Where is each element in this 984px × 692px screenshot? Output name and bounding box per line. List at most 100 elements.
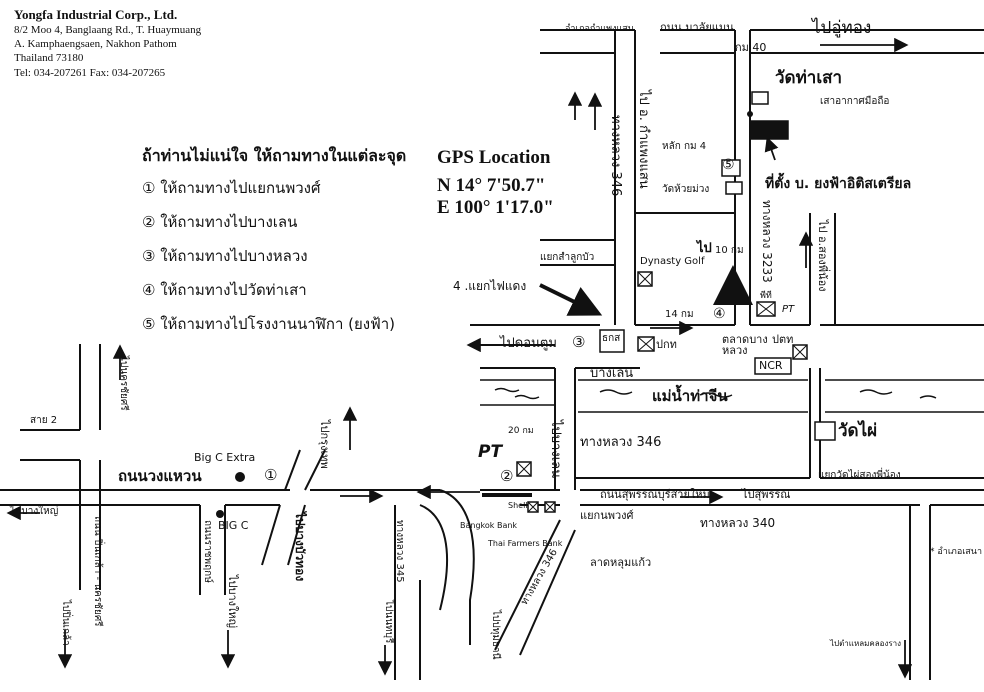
label-highway-346-bottom: ทางหลวง 346: [580, 435, 662, 450]
label-circle-3: ③: [572, 333, 586, 351]
label-to-song-phi-nong: ไป อ.สองพี่น้อง: [816, 220, 829, 292]
directions-heading: ถ้าท่านไม่แน่ใจ ให้ถามทางในแต่ละจุด: [142, 146, 407, 165]
direction-step-3: ③ ให้ถามทางไปบางหลวง: [142, 247, 308, 265]
label-km4-pillar: หลัก กม 4: [662, 141, 707, 152]
label-thanon-malaiman: ถนน มาลัยแมน: [660, 21, 734, 34]
label-to-pathum: ไปปทุมธานี: [490, 610, 501, 660]
label-to-bang-yai: ไปบางใหญ่: [226, 575, 239, 629]
ncr-box: [754, 357, 792, 375]
label-to-suphanburi: ไปสุพรรณ: [742, 488, 791, 501]
label-to-u-thong: ไปอู่ทอง: [812, 18, 872, 38]
river-left-bank: [480, 379, 555, 406]
label-big-c-extra: Big C Extra: [194, 451, 256, 464]
label-to-bang-yai-left: ไปบางใหญ่: [10, 506, 59, 517]
label-sai2: สาย 2: [30, 415, 58, 426]
label-wat-tha-sao: วัดท่าเสา: [775, 68, 843, 88]
road-345: [394, 505, 421, 680]
direction-step-4: ④ ให้ถามทางไปวัดท่าเสา: [142, 281, 307, 299]
label-to-bangkok-road: ไปกรุงเทพ: [318, 420, 331, 469]
gps-east: E 100° 1'17.0": [437, 197, 554, 218]
label-nuan-waen-road: ถนนวงแหวน: [118, 467, 202, 485]
label-shell: Shell: [508, 501, 528, 510]
label-wat-phai: วัดไผ่: [838, 421, 878, 441]
label-factory: ที่ตั้ง บ. ยงฟ้าอิติสเตรียล: [765, 176, 912, 192]
road-bigc-vertical: [199, 505, 226, 595]
arrow-traffic-light: [539, 283, 603, 316]
company-address-1: 8/2 Moo 4, Banglaang Rd., T. Huaymuang: [14, 24, 202, 36]
label-highway-346: ทางหลวง 346: [608, 115, 623, 197]
road-left-sai2: [20, 429, 80, 461]
label-to-bang-bua-thong: ไปบางบัวทอง: [293, 512, 307, 582]
label-amphoe-sena: * อำเภอเสนา: [930, 547, 983, 557]
label-traffic-light: 4 .แยกไฟแดง: [453, 279, 527, 293]
label-sam-luk-bua: แยกสำลูกบัว: [540, 252, 595, 263]
label-to-bang-len-vertical: ไปบางเลน: [548, 420, 563, 478]
weather-pole-dot: [747, 111, 753, 117]
label-pump: พีที: [760, 291, 772, 301]
label-bang-len: บางเลน: [590, 366, 634, 381]
label-to-pinklao: ไปปิ่นเกล้า: [60, 600, 71, 646]
road-346-diag: [494, 519, 576, 656]
wat-tha-sao-box: [751, 91, 769, 105]
wat-phai-box: [814, 421, 836, 441]
big-c-dot: [216, 510, 224, 518]
label-noppawong-junction: แยกนพวงศ์: [580, 509, 634, 522]
label-pt-left: PT: [478, 442, 503, 462]
label-ratchaphruek-road: ถนนราชพฤกษ์: [202, 520, 213, 583]
factory-box: [749, 120, 789, 140]
label-pok-kor-2: ปตท: [772, 333, 794, 346]
gps-north: N 14° 7'50.7": [437, 175, 546, 196]
thai-shop-box: [599, 329, 625, 353]
company-name: Yongfa Industrial Corp., Ltd.: [14, 7, 178, 22]
road-345-curve: [419, 489, 475, 645]
road-watphai: [574, 368, 811, 479]
label-to-ratchaburi: ไปนครชัยศรี: [118, 356, 129, 411]
label-lat-lum-kaeo: ลาดหลุมแก้ว: [590, 556, 652, 569]
road-346-upper: [614, 30, 636, 325]
label-km14: 14 กม: [665, 309, 694, 320]
label-km40: กม 40: [735, 41, 767, 54]
label-highway-340: ทางหลวง 340: [700, 516, 776, 530]
road-block-mid: [540, 212, 735, 266]
label-km20: 20 กม: [508, 426, 534, 436]
label-weather-pole: เสาอากาศมือถือ: [820, 96, 890, 107]
label-highway-3233: ทางหลวง 3233: [760, 200, 774, 283]
road-sena: [909, 504, 984, 680]
label-suphanburi-road: ถนนสุพรรณบุรีสายใหม่: [600, 488, 710, 501]
label-to-don-tum: ไปดอนตูม: [500, 336, 557, 351]
label-ratchaburi-road: ถนน ปิ่นเกล้า - นครชัยศรี: [92, 516, 103, 627]
label-dynasty-golf: Dynasty Golf: [640, 256, 705, 267]
river-main-bank: [578, 379, 984, 413]
label-junction-wat-phai: แยกวัดไผ่สองพี่น้อง: [818, 470, 901, 481]
label-pt-right: PT: [782, 304, 795, 315]
river-waves: [494, 387, 937, 400]
gps-title: GPS Location: [437, 147, 551, 168]
label-to-kamphaengsaen: ไป อ. กำแพงแสน: [636, 90, 651, 189]
label-km10: 10 กม: [715, 245, 744, 256]
company-address-2: A. Kamphaengsaen, Nakhon Pathom: [14, 38, 177, 50]
road-3233: [734, 30, 751, 325]
bus-stop: [482, 493, 532, 497]
km4-box: [721, 159, 741, 177]
label-to-10km-prefix: ไป: [697, 241, 712, 256]
label-ncr: NCR: [759, 359, 783, 372]
label-big-c: BIG C: [218, 519, 249, 532]
label-tha-chin-river: แม่น้ำท่าจีน: [652, 387, 728, 405]
road-left-vertical: [79, 344, 101, 590]
label-circle-1: ①: [264, 466, 278, 484]
label-market-bang-luang: ตลาดบางหลวง: [722, 333, 768, 357]
wat-huai-muang-box: [725, 181, 743, 195]
direction-step-1: ① ให้ถามทางไปแยกนพวงศ์: [142, 179, 321, 197]
label-ampho-kamphaeng: อำเภอกำแพงแสน: [565, 24, 634, 34]
company-contact: Tel: 034-207261 Fax: 034-207265: [14, 67, 166, 79]
company-address-3: Thailand 73180: [14, 52, 84, 64]
road-bangbuathong: [261, 449, 326, 566]
label-highway-345: ทางหลวง 345: [394, 520, 405, 583]
label-circle-5: ⑤: [722, 157, 735, 173]
label-to-nonthaburi: ไปนนทบุรี: [383, 600, 394, 644]
label-to-talad-makkasan: ไปตำแหลมคลองราง: [830, 639, 902, 648]
arrow-factory-pointer: [764, 136, 779, 161]
label-bangkok-bank: Bangkok Bank: [460, 521, 518, 530]
